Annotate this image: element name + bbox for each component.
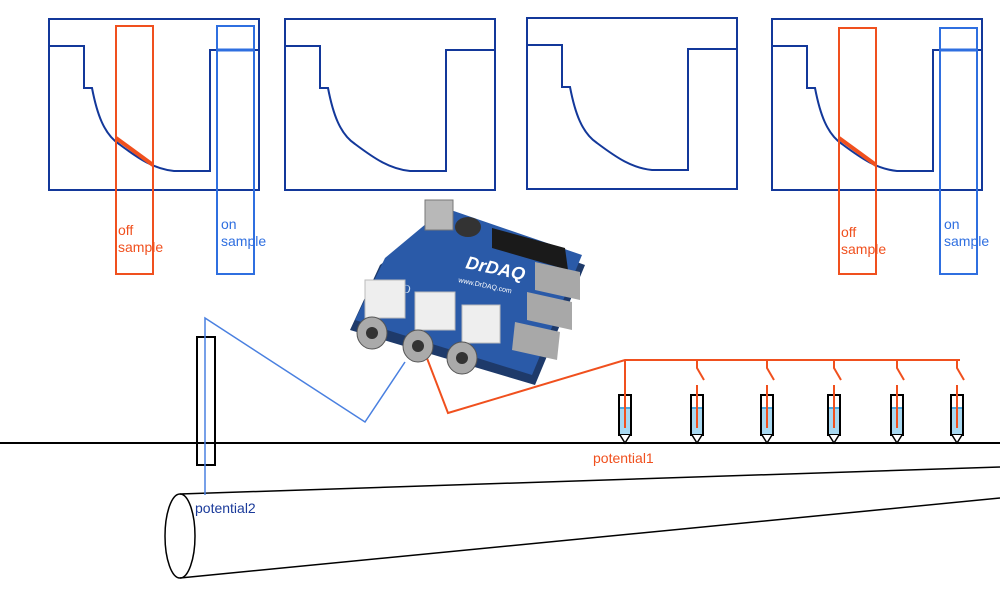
waveform-panel-1: [48, 18, 260, 191]
waveform-panel-3: [526, 17, 738, 190]
drdaq-device: DrDAQ www.DrDAQ.com PICO: [350, 199, 585, 385]
electrode-array: [618, 384, 964, 444]
potential2-wire: [204, 316, 406, 495]
waveform-panel-2: [284, 18, 496, 191]
off-sample-window-1: [115, 25, 154, 275]
pipeline: [164, 466, 1000, 579]
switches: [696, 360, 965, 381]
on-sample-window-1: [216, 25, 255, 275]
on-sample-window-2: [939, 27, 978, 275]
potential1-label: potential1: [593, 450, 654, 466]
potential2-label: potential2: [195, 500, 256, 516]
waveform-panel-4: [771, 18, 983, 191]
off-sample-window-2: [838, 27, 877, 275]
potential1-wire: [419, 339, 965, 415]
reference-electrode-2: [196, 336, 216, 466]
